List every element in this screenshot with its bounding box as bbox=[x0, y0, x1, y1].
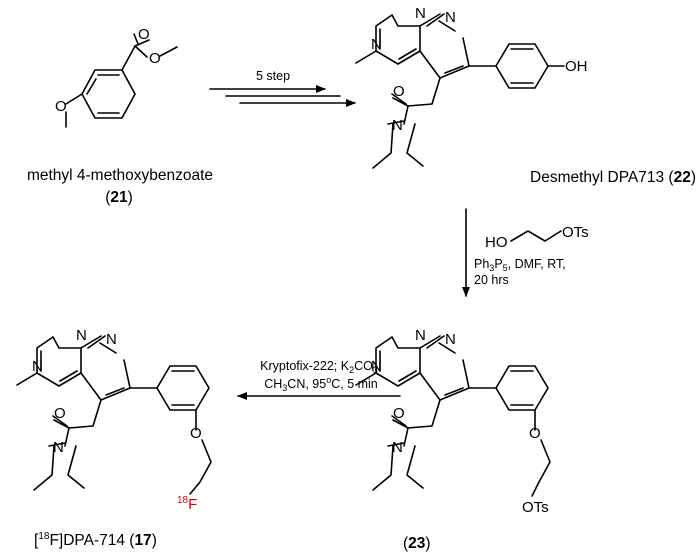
compound-21-number: 21 bbox=[110, 189, 128, 206]
step3-conditions-line2: CH3CN, 95oC, 5 min bbox=[264, 375, 378, 393]
compound-22-number: 22 bbox=[674, 169, 691, 186]
step1-condition: 5 step bbox=[256, 69, 290, 83]
compound-23-label: (23) bbox=[403, 535, 431, 552]
carbonyl-oxygen-label: O bbox=[138, 26, 150, 43]
compound-23-number: 23 bbox=[408, 535, 426, 552]
compound-21-name: methyl 4-methoxybenzoate bbox=[27, 167, 213, 184]
compound-21-structure: O O O bbox=[55, 26, 178, 128]
compound-22-structure: OH bbox=[355, 4, 588, 169]
compound-17-label: [18F]DPA-714 (17) bbox=[34, 531, 157, 549]
compound-22-name: Desmethyl DPA713 bbox=[530, 169, 664, 186]
reagent-ots-label: OTs bbox=[562, 224, 589, 241]
compound-17-number: 17 bbox=[134, 532, 151, 549]
fluorine-18-label: 18F bbox=[177, 495, 197, 513]
step3-conditions-line1: Kryptofix-222; K2CO3 bbox=[260, 359, 378, 375]
phenol-oh-label: OH bbox=[565, 58, 588, 75]
step2-reagent: HO OTs bbox=[485, 224, 589, 251]
reagent-ho-label: HO bbox=[485, 234, 508, 251]
compound-21-label: (21) bbox=[105, 189, 133, 206]
compound-23-structure: O OTs bbox=[355, 326, 551, 516]
ether-oxygen-label: O bbox=[529, 425, 541, 442]
step2-conditions-line2: 20 hrs bbox=[474, 273, 509, 287]
ester-oxygen-label: O bbox=[149, 50, 161, 67]
methoxy-oxygen-label: O bbox=[55, 98, 67, 115]
ether-oxygen-label: O bbox=[190, 425, 202, 442]
compound-17-structure: O 18F bbox=[16, 326, 212, 513]
step2-conditions-line1: Ph3P5, DMF, RT, bbox=[474, 257, 566, 273]
compound-22-label: Desmethyl DPA713 (22) bbox=[530, 169, 696, 186]
tosylate-ots-label: OTs bbox=[522, 499, 549, 516]
